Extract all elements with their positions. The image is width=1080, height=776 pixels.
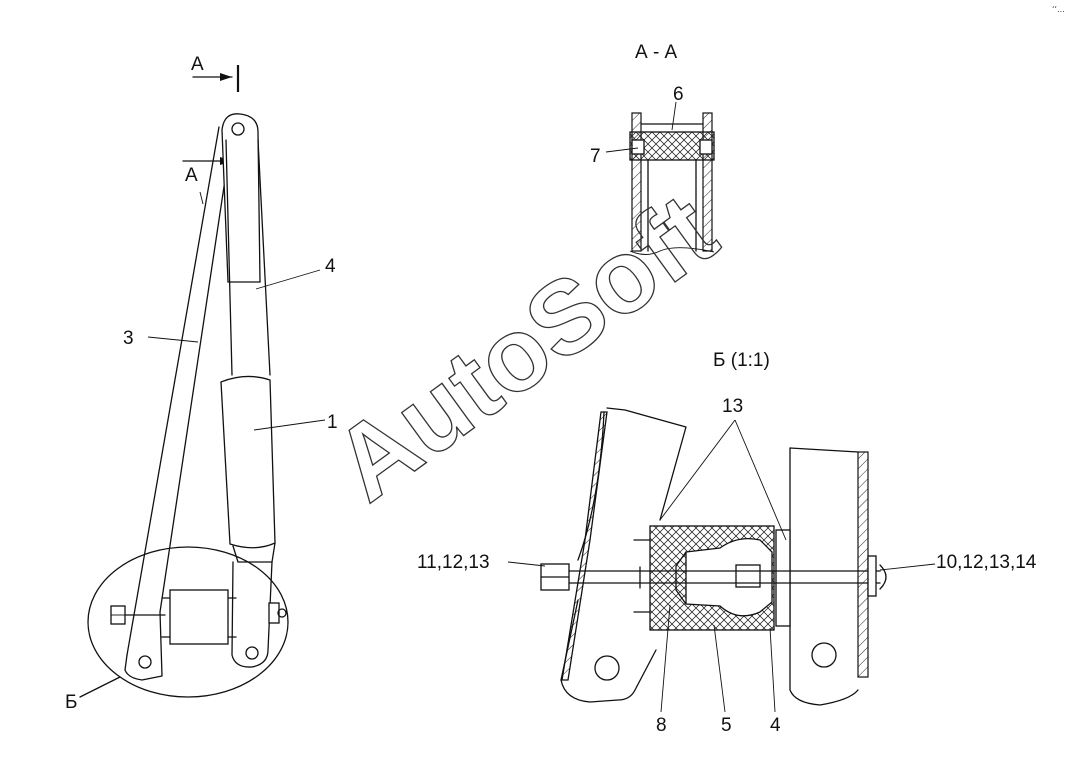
detail-callout-ellipse: [87, 546, 289, 698]
main-view: А А: [65, 54, 338, 713]
detail-view-title: Б (1:1): [713, 350, 770, 371]
section-marker-bottom-label: А: [185, 165, 198, 186]
label-part-5: 5: [721, 715, 732, 736]
label-part-4-detail: 4: [770, 715, 781, 736]
bushing-block: [161, 589, 237, 645]
section-marker-top: [192, 65, 240, 92]
sleeve-1: [220, 375, 276, 563]
lower-link-right: [231, 561, 273, 668]
label-right-bolt: 10,12,13,14: [936, 552, 1037, 573]
detail-view-b: Б (1:1) 13 11,12,13: [417, 350, 1037, 736]
label-part-3: 3: [123, 328, 134, 349]
section-view-a-a: А - А 6 7: [590, 42, 715, 255]
label-part-7: 7: [590, 146, 601, 167]
top-eye: [221, 113, 261, 283]
label-left-bolt: 11,12,13: [417, 552, 490, 573]
label-part-13: 13: [722, 396, 743, 417]
rod-3: [126, 126, 232, 656]
nut-left: [110, 605, 166, 625]
lower-link-left: [124, 611, 163, 681]
label-part-6: 6: [673, 84, 684, 105]
label-part-8: 8: [656, 715, 667, 736]
label-part-4: 4: [325, 256, 336, 277]
detail-callout-label: Б: [65, 692, 77, 713]
nut-right: [268, 602, 287, 624]
section-view-title: А - А: [635, 42, 678, 63]
label-part-1: 1: [327, 412, 338, 433]
strut-4: [225, 139, 271, 376]
section-marker-top-label: А: [191, 54, 204, 75]
corner-mark: ‘‘...: [1052, 5, 1065, 14]
